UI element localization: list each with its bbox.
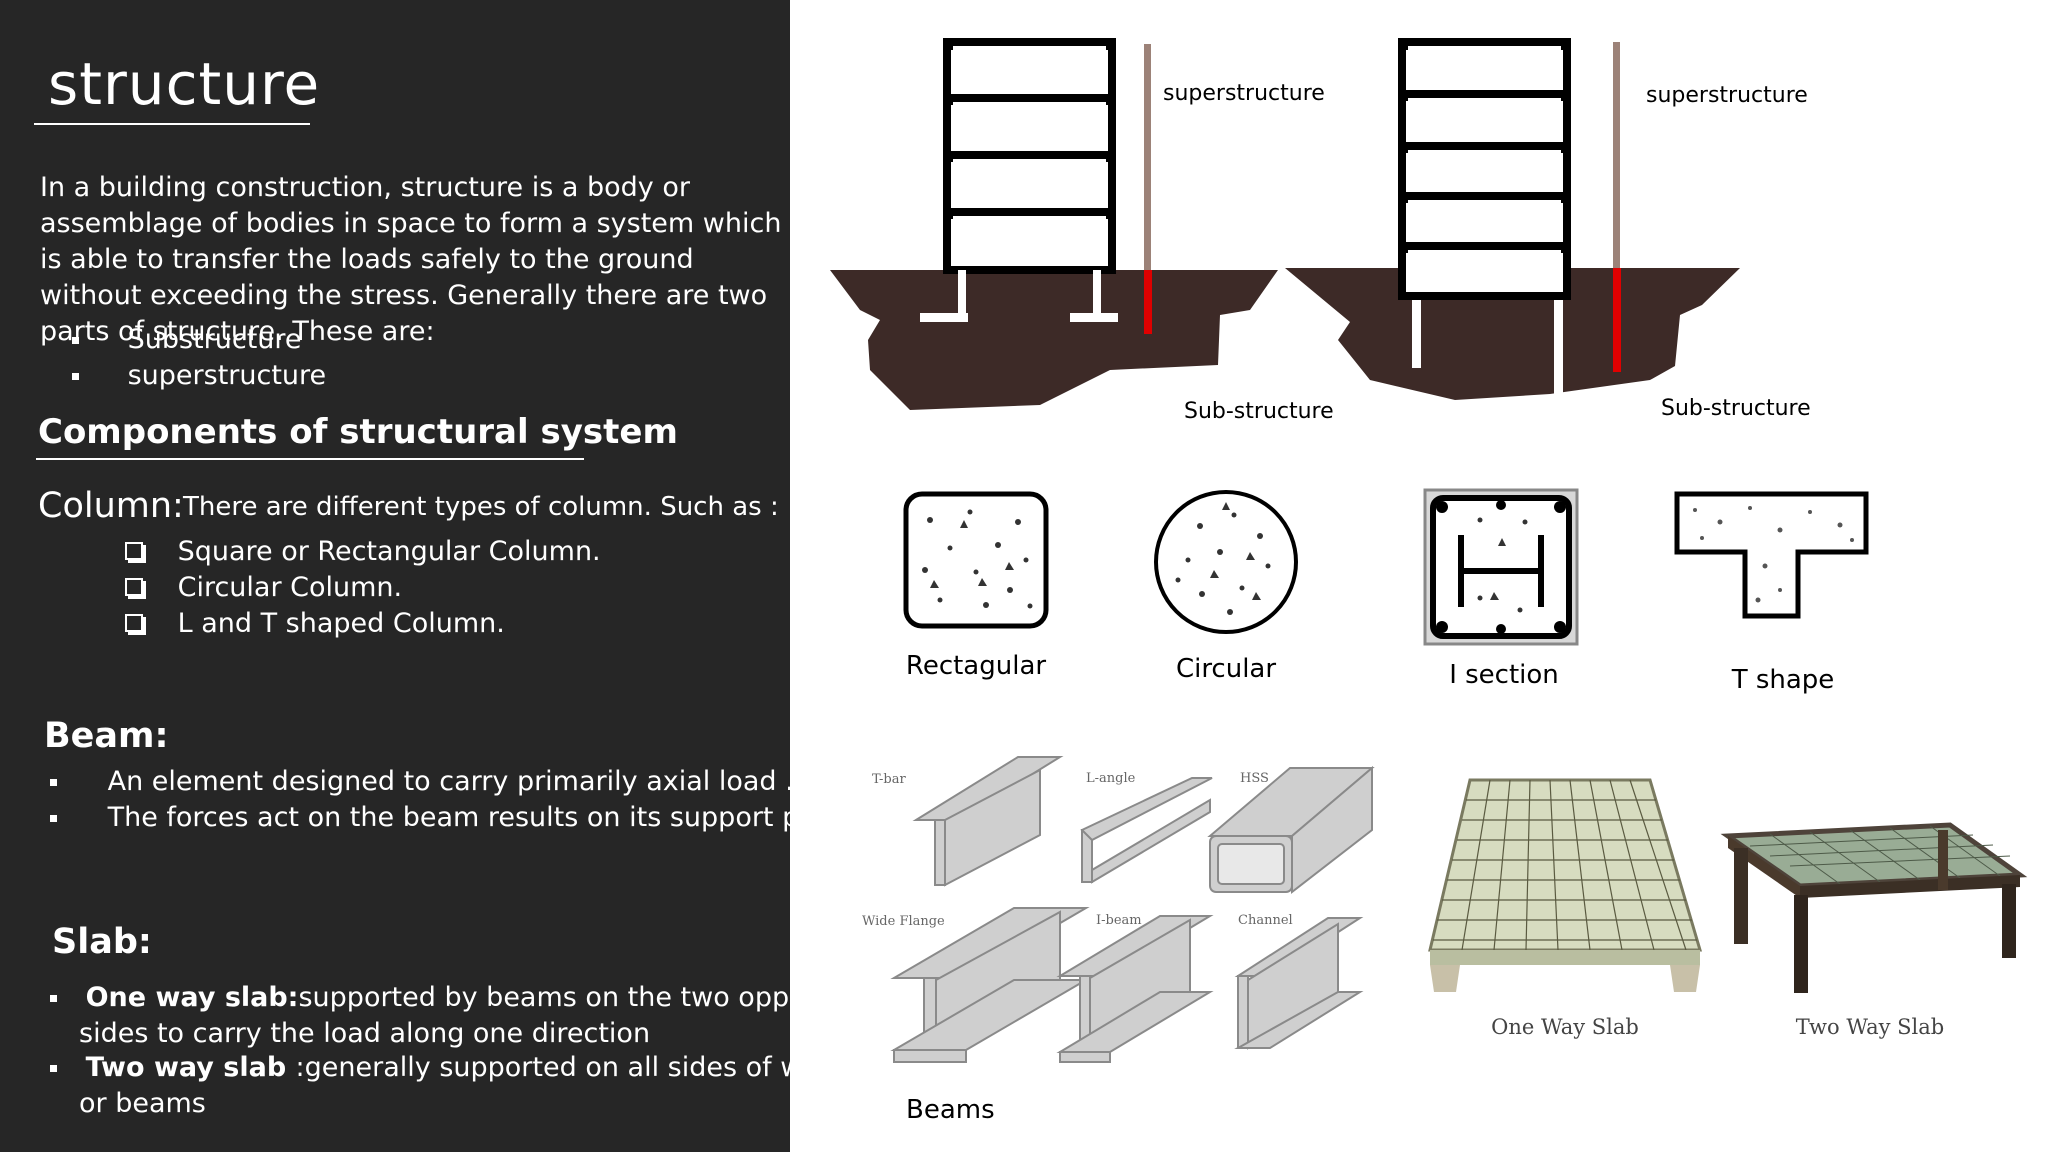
text-panel: structure In a building construction, st…	[0, 0, 860, 1152]
building-diagram-deep: superstructure Sub-structure	[1285, 38, 1811, 421]
one-way-text: supported by beams on the two opposite	[298, 982, 855, 1013]
bullet-icon	[72, 337, 79, 344]
beam-ibeam	[1056, 915, 1214, 1063]
column-label-t-shape: T shape	[1731, 665, 1835, 695]
beam-type-label: L-angle	[1086, 771, 1136, 786]
pile-right	[1554, 300, 1563, 400]
one-way-label: One way slab:	[85, 982, 299, 1013]
slab-rebar-grid	[1749, 825, 2011, 885]
substructure-marker	[1613, 268, 1621, 372]
part-label: Substructure	[127, 324, 302, 355]
column-circular	[1154, 490, 1298, 634]
column-t-shape	[1674, 491, 1869, 619]
one-way-slab: One Way Slab	[1418, 755, 2048, 1135]
beam-hss	[1207, 765, 1375, 895]
list-item: Substructure	[72, 324, 302, 355]
slide-title: structure	[48, 50, 321, 118]
figure-panel: superstructure Sub-structure superstruct…	[790, 0, 2048, 1152]
beam-heading: Beam:	[44, 716, 169, 756]
components-heading: Components of structural system	[38, 412, 678, 452]
slab-heading: Slab:	[52, 922, 152, 962]
list-item: One way slab:supported by beams on the t…	[50, 982, 854, 1013]
building-diagram-shallow: superstructure Sub-structure	[830, 38, 1334, 424]
two-way-label: Two way slab	[85, 1052, 296, 1083]
substructure-label: Sub-structure	[1184, 399, 1334, 424]
two-way-text-line2: or beams	[79, 1088, 206, 1119]
column-rectangular	[903, 491, 1049, 629]
superstructure-label: superstructure	[1646, 83, 1808, 108]
column-type: Circular Column.	[177, 572, 403, 603]
checkbox-icon	[125, 542, 143, 560]
substructure-marker	[1144, 270, 1152, 334]
substructure-label: Sub-structure	[1661, 396, 1811, 421]
two-way-slab: Two Way Slab	[1720, 822, 2028, 1039]
beam-wide-flange	[890, 907, 1090, 1063]
beam-channel	[1234, 917, 1364, 1050]
components-underline	[36, 458, 584, 460]
list-item: An element designed to carry primarily a…	[50, 766, 794, 797]
beam-type-label: I-beam	[1096, 913, 1142, 928]
bullet-icon	[72, 373, 79, 380]
ground-mass	[830, 270, 1278, 410]
building-frame	[1398, 38, 1571, 300]
footing-right	[1093, 270, 1101, 316]
column-label-rectangular: Rectagular	[906, 651, 1046, 681]
ground-mass	[1285, 268, 1740, 400]
beam-point: An element designed to carry primarily a…	[107, 766, 794, 797]
two-way-text: :generally supported on all sides of wal…	[295, 1052, 848, 1083]
beam-point: The forces act on the beam results on it…	[107, 802, 860, 833]
list-item: Circular Column.	[125, 572, 402, 603]
one-way-text-line2: sides to carry the load along one direct…	[79, 1018, 651, 1049]
column-label-circular: Circular	[1176, 654, 1276, 684]
two-way-slab-label: Two Way Slab	[1796, 1015, 1944, 1039]
list-item: The forces act on the beam results on it…	[50, 802, 860, 833]
title-underline	[34, 123, 310, 125]
bullet-icon	[50, 1065, 57, 1072]
slab-rebar-grid	[1433, 779, 1697, 951]
beams-caption: Beams	[906, 1095, 995, 1125]
superstructure-label: superstructure	[1163, 81, 1325, 106]
beam-type-label: Wide Flange	[862, 914, 945, 929]
list-item: Two way slab :generally supported on all…	[50, 1052, 848, 1083]
beam-langle	[1080, 777, 1213, 884]
column-label-i-section: I section	[1449, 660, 1559, 690]
bullet-icon	[50, 779, 57, 786]
list-item: L and T shaped Column.	[125, 608, 505, 639]
beam-type-label: HSS	[1240, 771, 1269, 786]
column-type: Square or Rectangular Column.	[177, 536, 601, 567]
list-item: superstructure	[72, 360, 326, 391]
bullet-icon	[50, 995, 57, 1002]
list-item: Square or Rectangular Column.	[125, 536, 601, 567]
checkbox-icon	[125, 614, 143, 632]
column-heading: Column:	[38, 486, 184, 526]
bullet-icon	[50, 815, 57, 822]
column-type: L and T shaped Column.	[177, 608, 505, 639]
column-i-section	[1423, 488, 1579, 646]
superstructure-marker	[1613, 42, 1620, 268]
one-way-slab-label: One Way Slab	[1491, 1015, 1639, 1039]
figures-svg: superstructure Sub-structure superstruct…	[830, 38, 2048, 1135]
pile-left	[1412, 300, 1421, 368]
superstructure-marker	[1144, 44, 1151, 270]
checkbox-icon	[125, 578, 143, 596]
intro-paragraph: In a building construction, structure is…	[40, 172, 782, 347]
beam-tbar	[912, 756, 1064, 887]
footing-left	[958, 270, 966, 316]
part-label: superstructure	[127, 360, 327, 391]
column-text: There are different types of column. Suc…	[183, 492, 779, 522]
beam-type-label: Channel	[1238, 913, 1293, 928]
beam-type-label: T-bar	[872, 772, 906, 787]
